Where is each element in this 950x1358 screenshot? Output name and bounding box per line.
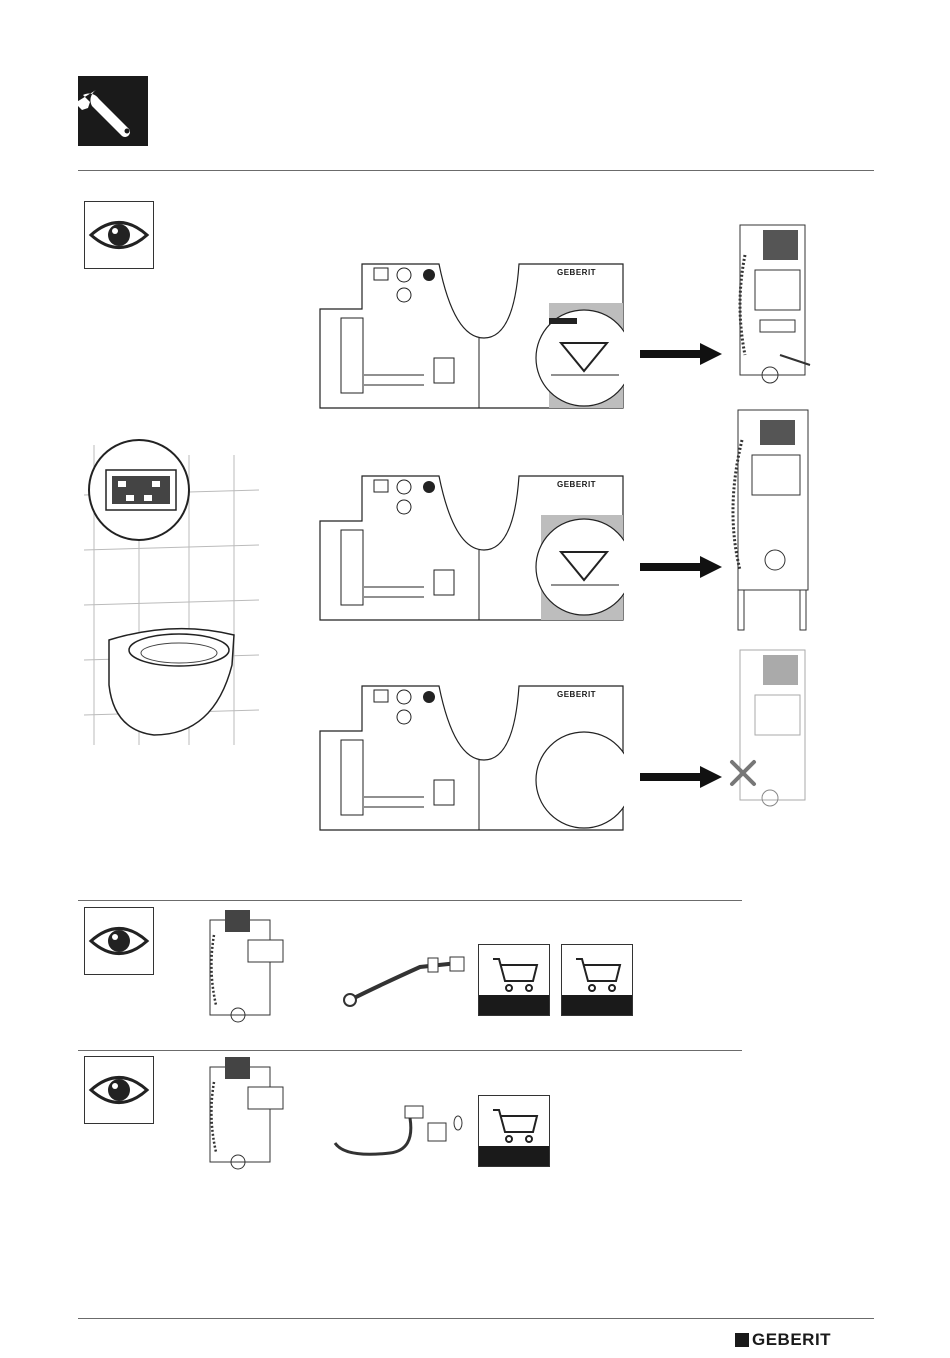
- cable-image: [340, 955, 470, 1010]
- instruction-sheet-1: GEBERIT: [319, 263, 624, 409]
- footer-divider: [78, 1318, 874, 1319]
- shopping-cart-icon: [478, 1095, 550, 1167]
- hose-image: [330, 1098, 470, 1168]
- header-divider: [78, 170, 874, 171]
- installation-frame-image: [720, 400, 820, 632]
- module-image: [200, 905, 290, 1025]
- section-divider: [78, 900, 742, 901]
- sheet-brand: GEBERIT: [557, 268, 596, 277]
- sheet-brand: GEBERIT: [557, 480, 596, 489]
- instruction-sheet-3: GEBERIT: [319, 685, 624, 831]
- wc-illustration: [84, 435, 259, 745]
- arrow-right-icon: [640, 343, 722, 365]
- installation-frame-image: [725, 215, 815, 385]
- arrow-right-icon: [640, 556, 722, 578]
- eye-icon: [84, 907, 154, 975]
- cross-mark-icon: [728, 758, 758, 788]
- module-image: [200, 1052, 290, 1172]
- arrow-right-icon: [640, 766, 722, 788]
- shopping-cart-icon: [478, 944, 550, 1016]
- eye-icon: [84, 1056, 154, 1124]
- wrench-icon: [78, 76, 148, 146]
- shopping-cart-icon: [561, 944, 633, 1016]
- footer-brand: GEBERIT: [752, 1330, 831, 1350]
- section-divider: [78, 1050, 742, 1051]
- geberit-logo: GEBERIT: [735, 1330, 875, 1352]
- instruction-sheet-2: GEBERIT: [319, 475, 624, 621]
- eye-icon: [84, 201, 154, 269]
- sheet-brand: GEBERIT: [557, 690, 596, 699]
